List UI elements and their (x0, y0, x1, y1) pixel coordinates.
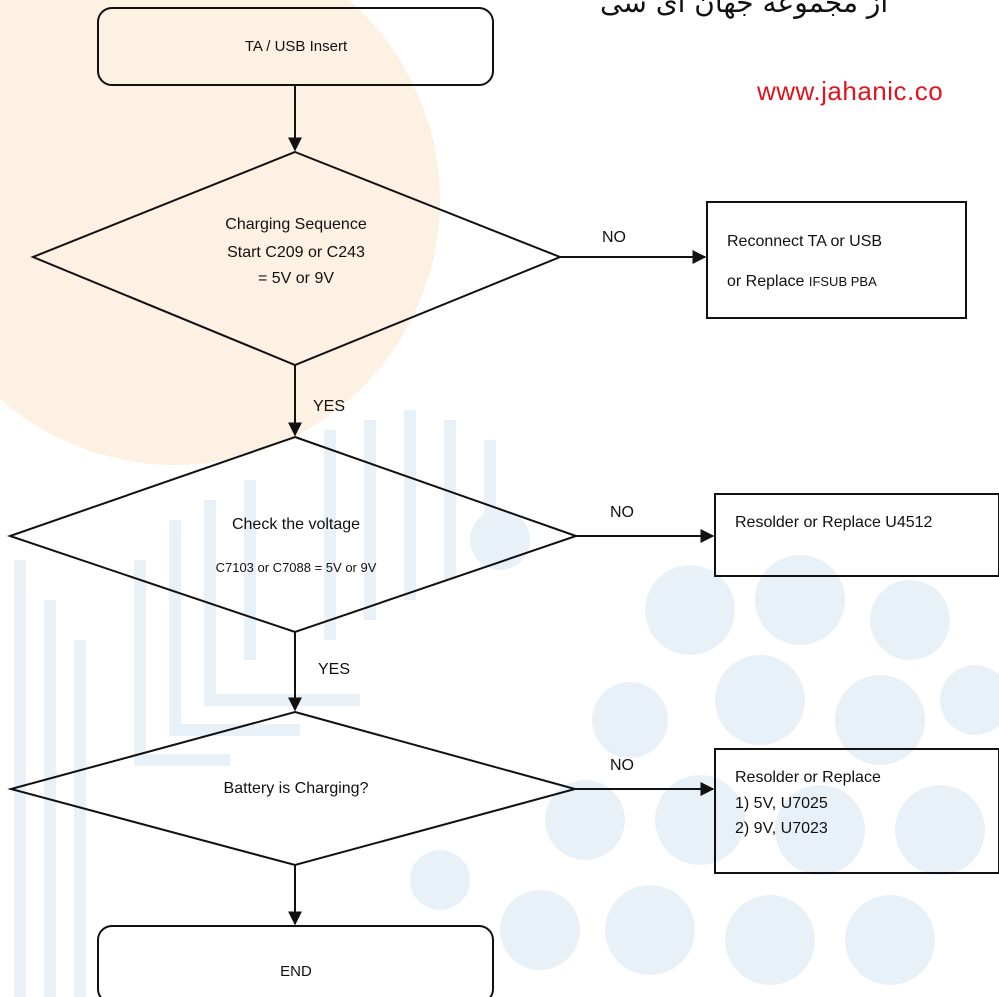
action3-line1: Resolder or Replace (735, 769, 881, 786)
action3-line2: 1) 5V, U7025 (735, 795, 828, 812)
decision3-line1: Battery is Charging? (223, 780, 369, 797)
action-node-2 (714, 493, 999, 577)
decision1-no-label: NO (602, 229, 626, 246)
action-node-3 (714, 748, 999, 874)
start-label: TA / USB Insert (244, 38, 348, 55)
decision1-yes-label: YES (313, 398, 346, 415)
decision2-line1: Check the voltage (231, 516, 361, 533)
decision-node-2 (6, 435, 580, 634)
decision1-line1: Charging Sequence (225, 216, 367, 233)
action1-line2: or Replace IFSUB PBA (727, 273, 877, 291)
decision1-line3: = 5V or 9V (257, 270, 335, 287)
end-node (97, 925, 494, 997)
orange-circle-watermark (0, 0, 440, 465)
decision2-line2: C7103 or C7088 = 5V or 9V (215, 560, 377, 575)
decision3-no-label: NO (610, 757, 634, 774)
action1-line2-main: or Replace (727, 273, 809, 290)
blue-dots-watermark (410, 510, 999, 985)
watermark-url: www.jahanic.co (757, 76, 944, 106)
decision2-no-label: NO (610, 504, 634, 521)
action3-line3: 2) 9V, U7023 (735, 820, 828, 837)
action1-line1: Reconnect TA or USB (727, 233, 883, 250)
action-node-1 (706, 201, 967, 319)
action2-line1: Resolder or Replace U4512 (735, 514, 933, 531)
decision1-line2: Start C209 or C243 (227, 244, 365, 261)
blue-circuit-watermark (14, 410, 496, 997)
end-label: END (280, 963, 312, 980)
watermark-persian-text: از مجموعه جهان ای سی (600, 0, 889, 19)
decision2-yes-label: YES (318, 661, 351, 678)
action1-line2-small: IFSUB PBA (808, 274, 877, 289)
